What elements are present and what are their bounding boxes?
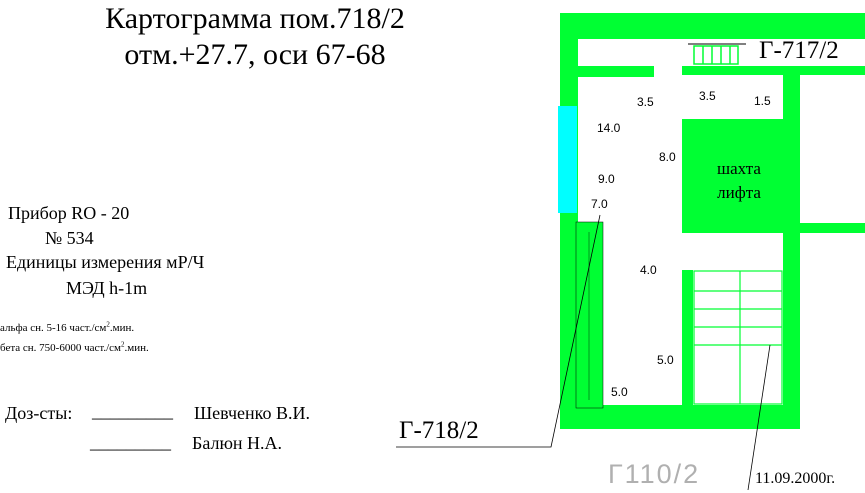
signature-line-1: _________ bbox=[92, 401, 173, 421]
measurement-point: 14.0 bbox=[597, 121, 621, 135]
shaft-label-line-1: шахта bbox=[717, 159, 761, 178]
room-label-adjacent: Г-717/2 bbox=[759, 37, 839, 64]
upper-stair-symbol bbox=[688, 43, 746, 65]
device-name: Прибор RO - 20 bbox=[8, 203, 130, 223]
title-line-1: Картограмма пом.718/2 bbox=[105, 2, 405, 35]
wall-right-stub bbox=[800, 223, 865, 233]
alpha-background: альфа сн. 5-16 част./см2.мин. bbox=[0, 320, 135, 334]
measurement-point: 9.0 bbox=[598, 172, 615, 186]
lift-shaft bbox=[682, 119, 783, 233]
device-med: МЭД h-1m bbox=[66, 278, 148, 298]
device-units: Единицы измерения мР/Ч bbox=[6, 252, 205, 272]
measurement-point: 5.0 bbox=[657, 353, 674, 367]
title-line-2: отм.+27.7, оси 67-68 bbox=[124, 38, 386, 71]
lift-shaft-label: шахта лифта bbox=[689, 157, 789, 205]
wall-bottom bbox=[560, 405, 799, 429]
measurement-point: 1.5 bbox=[754, 94, 771, 108]
device-number: № 534 bbox=[45, 228, 94, 248]
measurement-point: 4.0 bbox=[640, 263, 657, 277]
signature-line-2: _________ bbox=[90, 432, 171, 452]
leader-lines bbox=[396, 214, 771, 491]
measurement-point: 7.0 bbox=[591, 197, 608, 211]
wall-partition-left bbox=[578, 66, 654, 77]
stair-wall bbox=[682, 270, 693, 405]
wall-right bbox=[783, 75, 800, 429]
stair-label: Г110/2 bbox=[608, 459, 701, 489]
stairs bbox=[693, 270, 783, 405]
measurement-point: 8.0 bbox=[659, 150, 676, 164]
left-column bbox=[575, 221, 604, 409]
wall-top bbox=[560, 13, 865, 39]
window bbox=[558, 106, 577, 213]
dosimetrists-label: Доз-сты: bbox=[5, 403, 73, 423]
signatory-2: Балюн Н.А. bbox=[192, 433, 283, 453]
wall-left bbox=[560, 13, 578, 429]
measurement-point: 3.5 bbox=[637, 95, 654, 109]
beta-background: бета сн. 750-6000 част./см2.мин. bbox=[0, 340, 149, 354]
shaft-label-line-2: лифта bbox=[717, 183, 761, 202]
wall-partition-right bbox=[682, 66, 865, 75]
room-label-current: Г-718/2 bbox=[399, 417, 479, 444]
walls bbox=[560, 13, 865, 429]
measurement-point: 3.5 bbox=[699, 89, 716, 103]
date-label: 11.09.2000г. bbox=[755, 470, 836, 487]
signatory-1: Шевченко В.И. bbox=[194, 403, 310, 423]
measurement-point: 5.0 bbox=[611, 385, 628, 399]
